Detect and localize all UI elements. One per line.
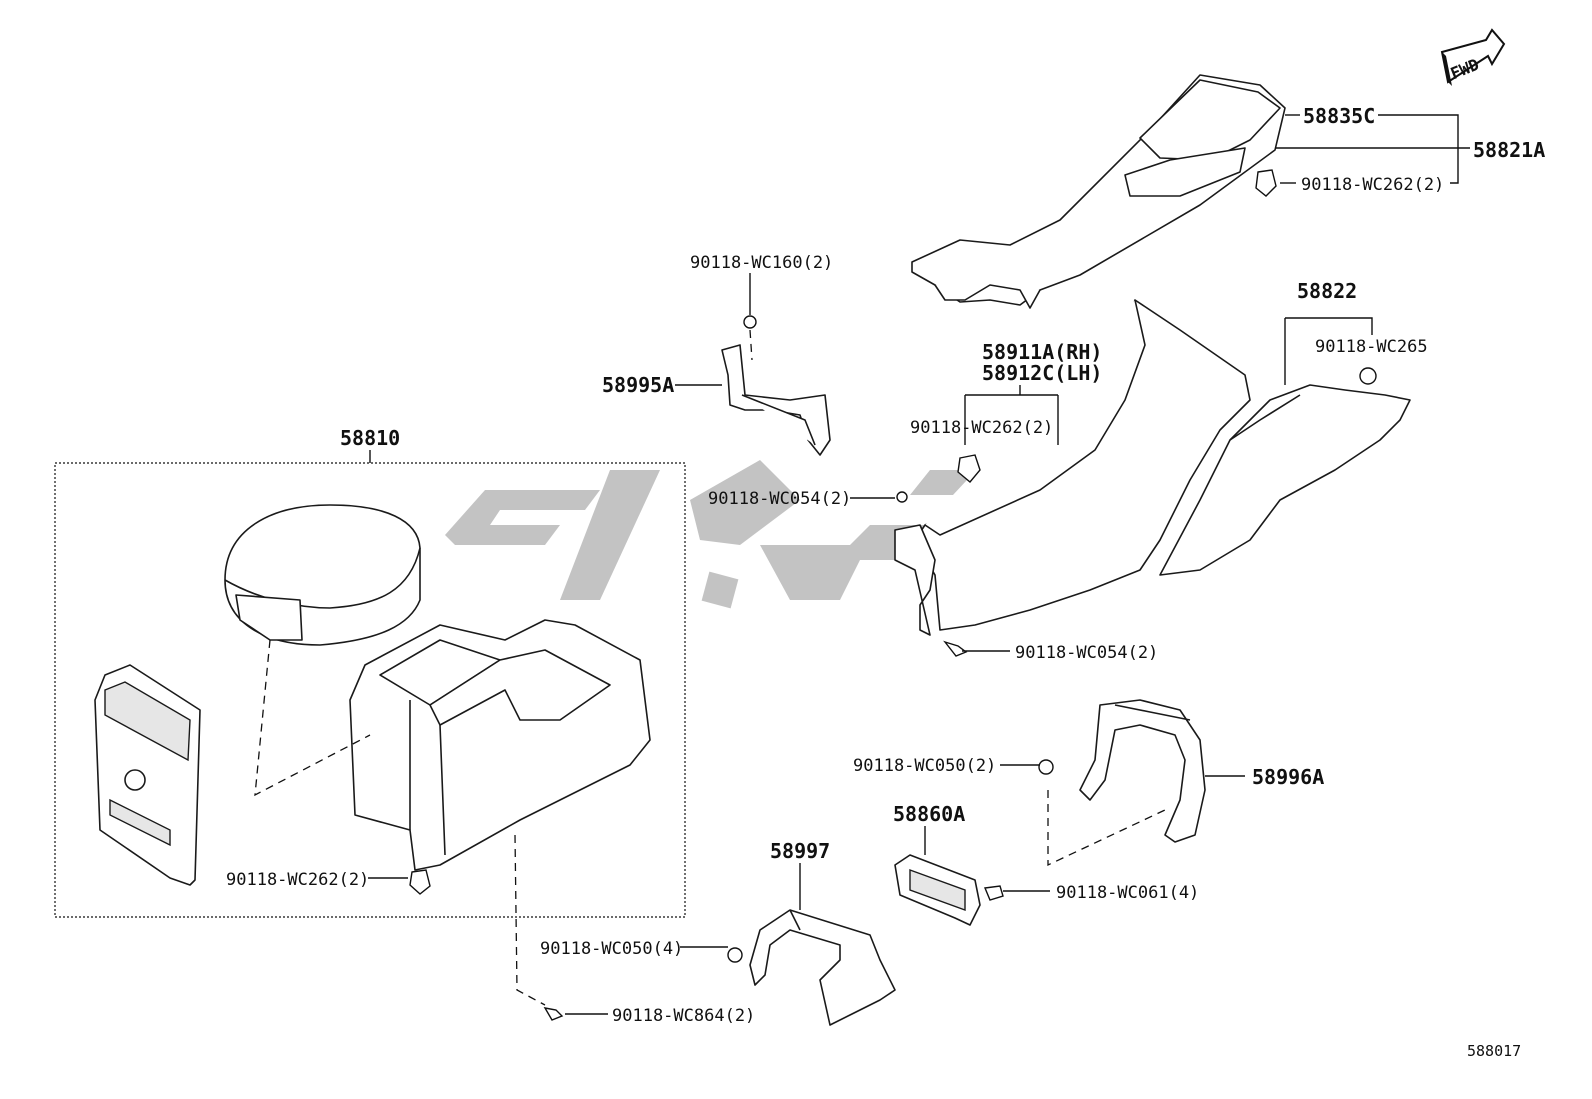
assembly-label-58810: 58810 xyxy=(340,426,400,450)
part-label-wc262-top: 90118-WC262(2) xyxy=(1301,175,1444,195)
part-label-wc050-right: 90118-WC050(2) xyxy=(853,756,996,776)
part-label-58997: 58997 xyxy=(770,839,830,863)
part-label-58995a: 58995A xyxy=(602,373,674,397)
part-label-58912c: 58912C(LH) xyxy=(982,361,1102,385)
console-side-panel xyxy=(894,299,1251,636)
part-label-58822: 58822 xyxy=(1297,279,1357,303)
assembly-box xyxy=(54,462,686,918)
bracket-58996a xyxy=(1079,699,1206,843)
screw-icon xyxy=(1038,759,1054,775)
part-label-wc054-b: 90118-WC054(2) xyxy=(1015,643,1158,663)
console-box-body xyxy=(349,619,651,871)
part-label-wc864: 90118-WC864(2) xyxy=(612,1006,755,1026)
screw-icon xyxy=(943,640,968,657)
part-label-wc160: 90118-WC160(2) xyxy=(690,253,833,273)
clip-icon xyxy=(409,869,431,895)
part-label-58911a: 58911A(RH) xyxy=(982,340,1102,364)
console-rear-side-panel xyxy=(1159,367,1411,576)
dashed-connection xyxy=(514,834,546,1006)
part-label-wc061: 90118-WC061(4) xyxy=(1056,883,1199,903)
part-label-58996a: 58996A xyxy=(1252,765,1324,789)
rear-panel xyxy=(94,664,201,886)
screw-icon xyxy=(543,1007,564,1021)
fwd-arrow-icon: FWD xyxy=(1440,28,1506,86)
part-label-58835c: 58835C xyxy=(1303,104,1375,128)
dashed-connection xyxy=(1047,790,1166,867)
part-label-wc262-mid: 90118-WC262(2) xyxy=(910,418,1053,438)
diagram-code: 588017 xyxy=(1467,1042,1521,1060)
console-upper-panel xyxy=(911,74,1286,309)
screw-icon xyxy=(896,491,908,503)
dashed-connection xyxy=(254,639,371,797)
bracket-58995a xyxy=(721,315,831,456)
part-label-wc262-low: 90118-WC262(2) xyxy=(226,870,369,890)
armrest-lid xyxy=(224,504,421,646)
part-label-58821a: 58821A xyxy=(1473,138,1545,162)
part-label-58860a: 58860A xyxy=(893,802,965,826)
part-label-wc265: 90118-WC265 xyxy=(1315,337,1428,357)
bracket-58997 xyxy=(727,909,896,1026)
leader-lines xyxy=(368,114,1470,1015)
rear-vent-58860a xyxy=(894,854,1004,926)
part-label-wc054-a: 90118-WC054(2) xyxy=(708,489,851,509)
part-label-wc050-left: 90118-WC050(4) xyxy=(540,939,683,959)
clip-icon xyxy=(957,454,981,483)
